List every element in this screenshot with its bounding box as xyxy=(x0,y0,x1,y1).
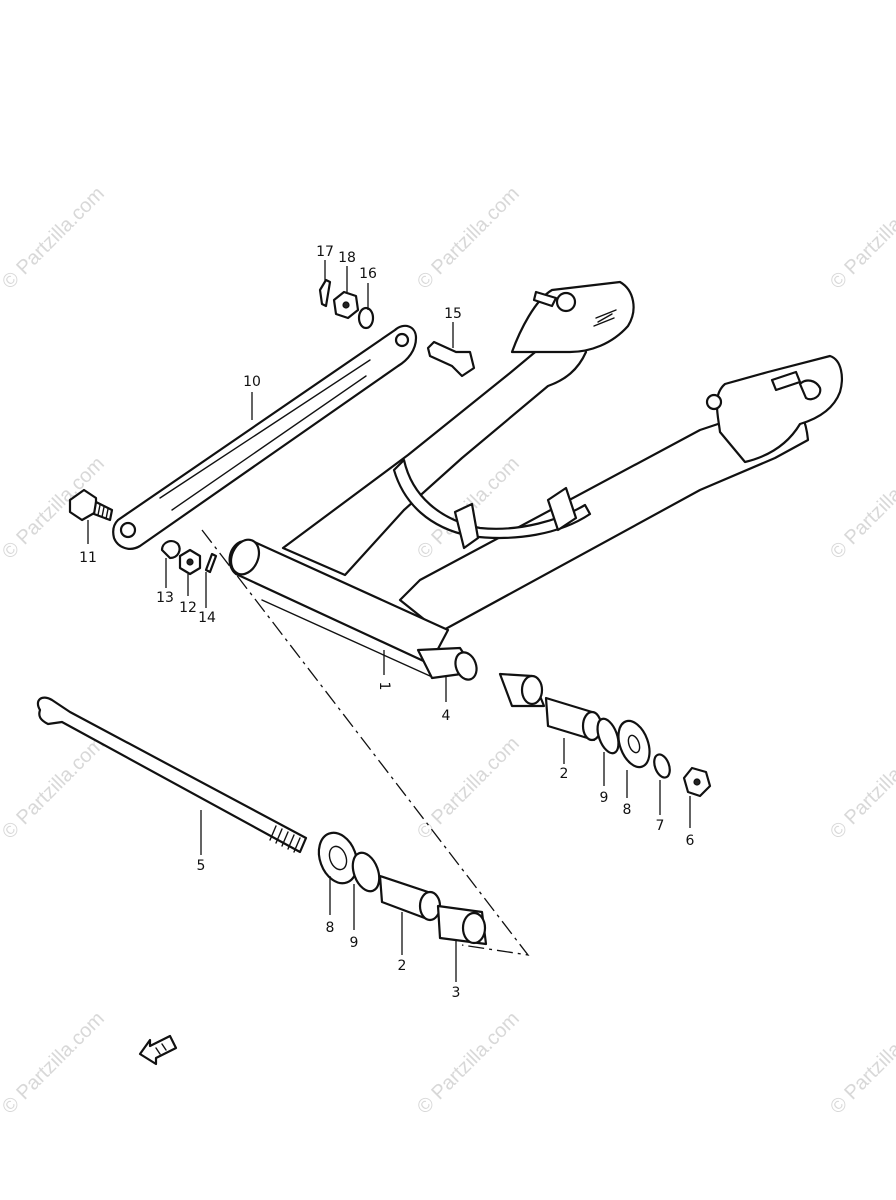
seal-part-8-right xyxy=(617,719,651,769)
washer-part-9-left xyxy=(351,851,381,893)
washer-part-16 xyxy=(357,306,375,330)
bushing-part-4 xyxy=(416,646,478,681)
watermark: © Partzilla.com xyxy=(0,733,109,844)
nut-part-18 xyxy=(332,290,360,320)
spacer-part-2-left xyxy=(378,874,442,922)
torque-link-part-10 xyxy=(112,324,418,550)
callout-label: 5 xyxy=(197,858,206,874)
callout-label: 3 xyxy=(452,985,461,1001)
washer-part-7 xyxy=(653,753,671,779)
watermark: © Partzilla.com xyxy=(413,183,524,294)
callout-label: 6 xyxy=(686,833,695,849)
watermark: © Partzilla.com xyxy=(0,183,109,294)
callout-label: 1 xyxy=(376,682,392,691)
callout-label: 2 xyxy=(560,766,569,782)
cotter-pin-part-14 xyxy=(204,552,218,574)
callout-label: 4 xyxy=(442,708,451,724)
seal-part-8-left xyxy=(317,831,359,885)
callout-label: 2 xyxy=(398,958,407,974)
callout-labels: 1 2 2 3 4 5 6 7 8 8 9 9 10 11 12 13 14 1… xyxy=(79,244,694,1001)
watermark: © Partzilla.com xyxy=(826,1008,896,1119)
callout-label: 9 xyxy=(600,790,609,806)
nut-part-6 xyxy=(682,766,712,798)
lock-washer-part-13 xyxy=(160,540,181,560)
front-direction-arrow-icon xyxy=(138,1034,178,1066)
callout-label: 10 xyxy=(243,374,261,390)
cotter-pin-part-17 xyxy=(318,278,332,308)
callout-label: 16 xyxy=(359,266,377,282)
callout-label: 15 xyxy=(444,306,462,322)
leader-lines xyxy=(87,260,691,982)
bearing-part-3-left xyxy=(436,904,488,946)
callout-label: 9 xyxy=(350,935,359,951)
callout-label: 12 xyxy=(179,600,197,616)
watermark: © Partzilla.com xyxy=(0,1008,109,1119)
nut-part-12 xyxy=(178,548,202,576)
callout-label: 18 xyxy=(338,250,356,266)
washer-part-9-right xyxy=(596,717,620,755)
callout-label: 13 xyxy=(156,590,174,606)
watermark: © Partzilla.com xyxy=(826,183,896,294)
bolt-part-11 xyxy=(68,488,114,522)
bolt-part-15 xyxy=(426,340,476,378)
callout-label: 7 xyxy=(656,818,665,834)
callout-label: 14 xyxy=(198,610,216,626)
callout-label: 17 xyxy=(316,244,334,260)
callout-label: 8 xyxy=(326,920,335,936)
watermark: © Partzilla.com xyxy=(826,733,896,844)
bearing-part-3-right xyxy=(498,672,546,708)
pivot-axle-part-5 xyxy=(36,696,308,854)
watermark: © Partzilla.com xyxy=(413,733,524,844)
callout-label: 11 xyxy=(79,550,97,566)
axis-centerline xyxy=(201,529,530,956)
swingarm-part-1 xyxy=(228,280,843,677)
spacer-part-2-right xyxy=(544,696,603,742)
watermark: © Partzilla.com xyxy=(826,453,896,564)
callout-label: 8 xyxy=(623,802,632,818)
watermark: © Partzilla.com xyxy=(413,1008,524,1119)
